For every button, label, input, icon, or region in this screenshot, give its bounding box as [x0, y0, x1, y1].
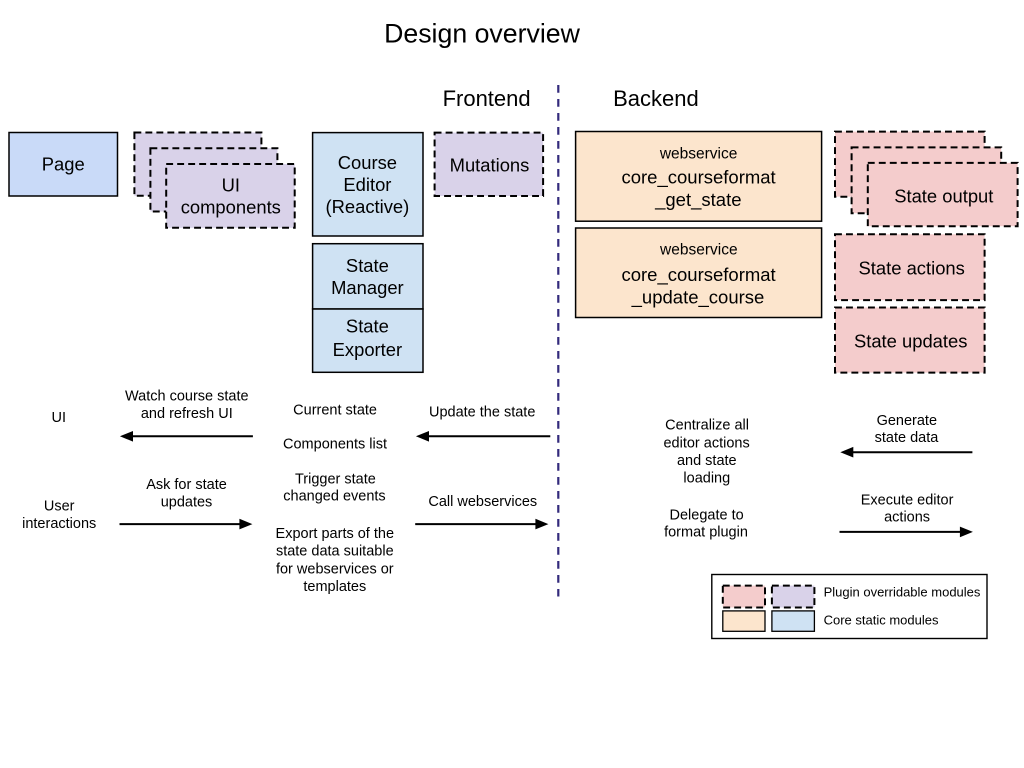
svg-text:State updates: State updates — [854, 330, 968, 351]
svg-text:_update_course: _update_course — [631, 286, 765, 308]
svg-text:components: components — [181, 196, 281, 217]
svg-text:Trigger state: Trigger state — [295, 471, 376, 487]
svg-text:for webservices or: for webservices or — [276, 561, 394, 577]
svg-text:Update the state: Update the state — [429, 404, 535, 420]
svg-text:State output: State output — [894, 185, 993, 206]
svg-text:Call webservices: Call webservices — [428, 494, 537, 510]
svg-text:Exporter: Exporter — [333, 339, 403, 360]
svg-text:core_courseformat: core_courseformat — [621, 167, 775, 189]
svg-text:Export parts of the: Export parts of the — [276, 526, 394, 542]
svg-text:and refresh UI: and refresh UI — [141, 406, 233, 422]
svg-text:Course: Course — [338, 152, 397, 173]
svg-text:interactions: interactions — [22, 516, 96, 532]
svg-text:state data: state data — [875, 430, 940, 446]
svg-text:templates: templates — [303, 579, 366, 595]
svg-text:Generate: Generate — [877, 413, 937, 429]
svg-text:Editor: Editor — [343, 174, 391, 195]
svg-text:Components list: Components list — [283, 437, 387, 453]
svg-text:editor actions: editor actions — [663, 435, 749, 451]
svg-text:core_courseformat: core_courseformat — [621, 264, 775, 286]
svg-text:changed events: changed events — [283, 489, 385, 505]
svg-text:State actions: State actions — [859, 257, 965, 278]
svg-text:loading: loading — [683, 471, 730, 487]
svg-text:webservice: webservice — [659, 241, 738, 258]
svg-text:Watch course state: Watch course state — [125, 388, 249, 404]
svg-text:Mutations: Mutations — [450, 155, 530, 176]
svg-text:Plugin overridable modules: Plugin overridable modules — [824, 584, 981, 599]
svg-text:UI: UI — [52, 410, 67, 426]
svg-text:UI: UI — [222, 175, 240, 196]
svg-text:Delegate to: Delegate to — [670, 507, 744, 523]
svg-text:(Reactive): (Reactive) — [325, 196, 409, 217]
svg-text:State: State — [346, 255, 389, 276]
svg-text:updates: updates — [161, 495, 213, 511]
svg-text:and state: and state — [677, 453, 737, 469]
svg-text:Design overview: Design overview — [384, 19, 581, 49]
svg-text:Ask for state: Ask for state — [146, 477, 227, 493]
svg-text:actions: actions — [884, 510, 930, 526]
svg-text:webservice: webservice — [659, 145, 738, 162]
svg-text:Core static modules: Core static modules — [824, 612, 939, 627]
svg-text:Current state: Current state — [293, 403, 377, 419]
svg-text:state data suitable: state data suitable — [276, 544, 394, 560]
svg-text:Frontend: Frontend — [443, 86, 531, 111]
svg-text:_get_state: _get_state — [654, 189, 741, 211]
svg-text:Manager: Manager — [331, 277, 404, 298]
svg-text:format plugin: format plugin — [664, 525, 748, 541]
svg-text:Centralize all: Centralize all — [665, 418, 749, 434]
svg-text:Backend: Backend — [613, 86, 699, 111]
svg-text:Page: Page — [42, 153, 85, 174]
svg-text:User: User — [44, 498, 75, 514]
svg-text:Execute editor: Execute editor — [861, 493, 954, 509]
svg-text:State: State — [346, 316, 389, 337]
